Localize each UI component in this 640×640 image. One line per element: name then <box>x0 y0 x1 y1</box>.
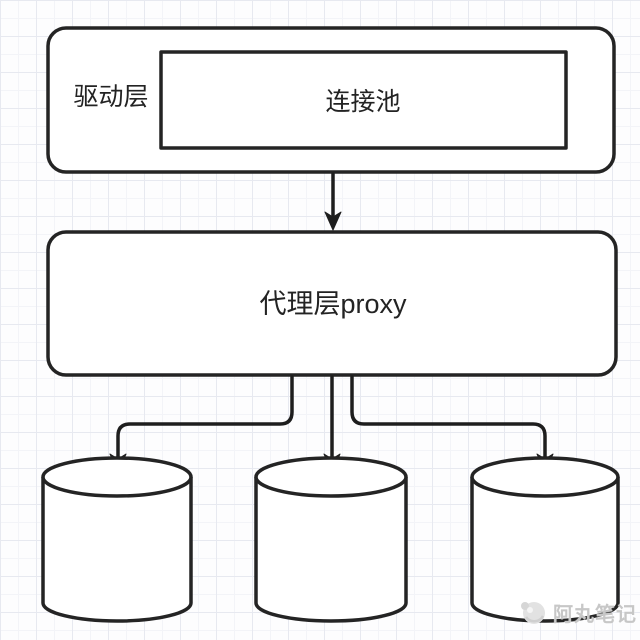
proxy-layer-box: 代理层proxy <box>46 230 618 377</box>
driver-layer-label: 驱动层 <box>73 83 148 111</box>
connection-pool-rect <box>159 50 568 150</box>
connection-pool-box: 连接池 <box>159 50 568 150</box>
cylinder-top <box>470 456 620 498</box>
cylinder-body <box>41 477 193 623</box>
proxy-layer-label: 代理层proxy <box>259 289 407 319</box>
arrow-driver-to-proxy <box>324 172 342 231</box>
database-cylinder-icon-1 <box>41 456 193 623</box>
database-cylinder-icon-2 <box>254 456 408 623</box>
cylinder-top <box>41 456 193 498</box>
cylinder-body <box>470 477 620 623</box>
cylinder-top <box>254 456 408 498</box>
connection-pool-label: 连接池 <box>325 88 400 116</box>
arrow-shaft <box>350 375 547 460</box>
proxy-layer-rect <box>46 230 618 377</box>
arrow-down-icon <box>324 211 342 231</box>
database-cylinder-icon-3 <box>470 456 620 623</box>
arrow-shaft <box>116 375 294 460</box>
cylinder-body <box>254 477 408 623</box>
